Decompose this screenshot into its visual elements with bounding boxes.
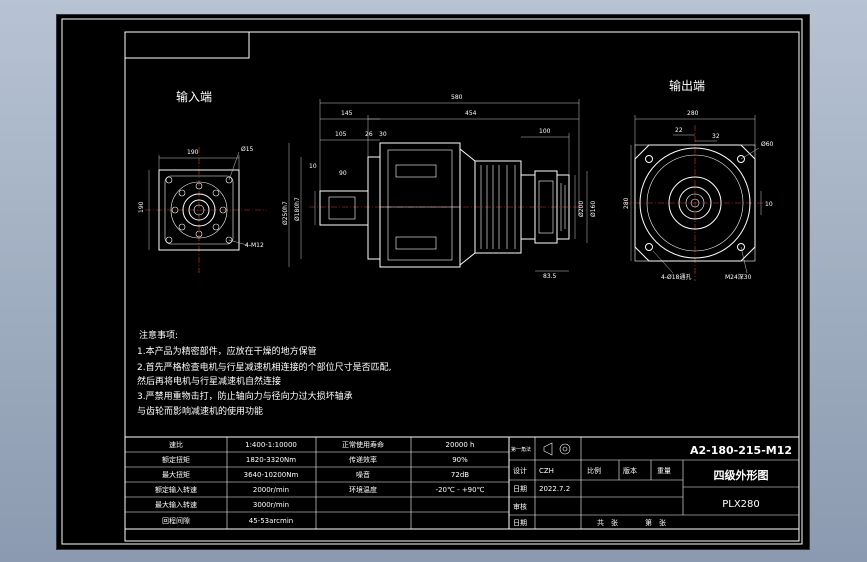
version-label: 版本 bbox=[623, 466, 637, 475]
dim-input-height: 190 bbox=[138, 201, 145, 213]
dim-22: 22 bbox=[675, 127, 683, 134]
spec-r4-c0: 最大输入转速 bbox=[155, 500, 197, 509]
spec-r5-c0: 回程间隙 bbox=[162, 516, 190, 525]
spec-r3-c1: 2000r/min bbox=[253, 486, 289, 494]
notes-line-4: 3.严禁用重物击打，防止轴向力与径向力过大损坏轴承 bbox=[137, 390, 353, 402]
spec-r2-c2: 噪音 bbox=[356, 470, 370, 479]
cad-viewport[interactable]: 输入端 输出端 190 4-M12 190 Ø15 bbox=[56, 14, 810, 550]
dim-flange-a: Ø200 bbox=[578, 201, 585, 217]
dim-input-holes: 4-M12 bbox=[245, 242, 264, 249]
notes-line-5: 与齿轮而影响减速机的使用功能 bbox=[137, 405, 263, 417]
code-box bbox=[124, 31, 250, 59]
spec-r2-c1: 3640-10200Nm bbox=[244, 471, 299, 479]
dim-90: 90 bbox=[339, 170, 347, 177]
dim-out-width: 280 bbox=[687, 110, 699, 117]
spec-r5-c1: 45-53arcmin bbox=[249, 517, 293, 525]
notes-line-3: 然后再将电机与行星减速机自然连接 bbox=[137, 375, 281, 387]
spec-r1-c2: 传递效率 bbox=[349, 455, 377, 464]
output-end-label: 输出端 bbox=[669, 78, 705, 93]
dim-shaft-len: 145 bbox=[341, 110, 353, 117]
dim-shaft-dia: Ø180h7 bbox=[294, 197, 301, 221]
dim-body: 454 bbox=[465, 110, 477, 117]
inner-frame bbox=[124, 31, 800, 542]
dim-pcd: Ø60 bbox=[761, 141, 774, 148]
spec-r1-c1: 1820-3320Nm bbox=[246, 456, 296, 464]
dim-overall: 580 bbox=[451, 94, 463, 101]
output-view bbox=[625, 115, 769, 281]
outer-frame bbox=[61, 18, 803, 545]
drawing-canvas: 输入端 输出端 190 4-M12 190 Ø15 bbox=[61, 18, 803, 545]
spec-r0-c0: 速比 bbox=[169, 440, 183, 449]
side-view bbox=[288, 99, 588, 272]
sheet-no: 第 张 bbox=[645, 518, 666, 527]
model-number: PLX280 bbox=[722, 499, 760, 510]
ratio-label: 比例 bbox=[587, 466, 601, 475]
designer-value: CZH bbox=[539, 467, 554, 475]
spec-table bbox=[124, 436, 510, 530]
weight-label: 重量 bbox=[657, 467, 671, 475]
dim-30: 30 bbox=[379, 131, 387, 138]
date-value: 2022.7.2 bbox=[539, 485, 570, 493]
dim-32: 32 bbox=[712, 133, 720, 140]
projection-symbol bbox=[543, 442, 571, 456]
input-end-label: 输入端 bbox=[176, 89, 212, 104]
dim-out-side: 280 bbox=[623, 197, 630, 209]
dim-out-holes: 4-Ø18通孔 bbox=[661, 273, 691, 281]
spec-r3-c3: -20℃ - +90℃ bbox=[436, 486, 485, 494]
dim-input-width: 190 bbox=[187, 149, 199, 156]
input-view bbox=[145, 147, 267, 273]
dim-26: 26 bbox=[365, 131, 373, 138]
dim-input-pitch: Ø15 bbox=[241, 146, 254, 153]
drawing-title: 四级外形图 bbox=[714, 468, 769, 482]
projection-label: 第一角法 bbox=[511, 446, 531, 453]
dim-thread: M24深30 bbox=[725, 273, 752, 281]
dim-flange-b: Ø160 bbox=[590, 201, 597, 217]
spec-r1-c0: 额定扭矩 bbox=[162, 455, 190, 464]
spec-r4-c1: 3000r/min bbox=[253, 501, 289, 509]
design-label: 设计 bbox=[513, 466, 527, 475]
spec-r1-c3: 90% bbox=[452, 456, 468, 464]
review-label: 审核 bbox=[513, 502, 527, 511]
spec-r3-c0: 额定输入转速 bbox=[155, 485, 197, 494]
notes-line-1: 1.本产品为精密部件，应放在干燥的地方保管 bbox=[137, 345, 317, 357]
dim-spigot: Ø250h7 bbox=[282, 201, 289, 225]
dim-h10: 10 bbox=[765, 201, 773, 208]
spec-r0-c2: 正常使用寿命 bbox=[342, 440, 384, 449]
dim-10: 10 bbox=[309, 163, 317, 170]
date-label: 日期 bbox=[513, 485, 527, 493]
title-block bbox=[508, 436, 800, 530]
sheet-total: 共 张 bbox=[597, 518, 618, 527]
date-label-2: 日期 bbox=[513, 519, 527, 527]
dim-out-len: 100 bbox=[539, 128, 551, 135]
spec-r2-c3: 72dB bbox=[451, 471, 469, 479]
spec-r0-c1: 1:400-1:10000 bbox=[245, 441, 297, 449]
drawing-number: A2-180-215-M12 bbox=[690, 444, 792, 457]
dim-105: 105 bbox=[335, 131, 347, 138]
spec-r0-c3: 20000 h bbox=[446, 441, 475, 449]
notes-heading: 注意事项: bbox=[139, 329, 178, 341]
dim-key: 83.5 bbox=[543, 273, 557, 280]
spec-r2-c0: 最大扭矩 bbox=[162, 470, 190, 479]
spec-r3-c2: 环境温度 bbox=[349, 485, 377, 494]
notes-line-2: 2.首先严格检查电机与行星减速机相连接的个部位尺寸是否匹配, bbox=[137, 361, 391, 373]
